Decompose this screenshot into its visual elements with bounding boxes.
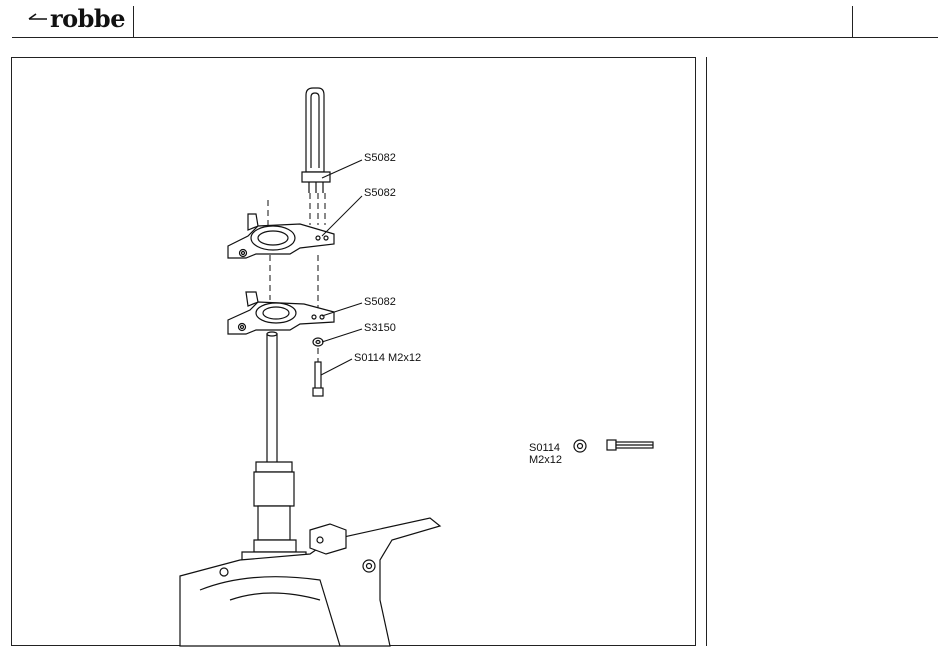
washer-icon — [574, 440, 586, 452]
washer-part — [313, 338, 323, 346]
linkage-part — [302, 88, 330, 193]
callout-label-4: S3150 — [364, 322, 396, 334]
callout-label-1: S5082 — [364, 152, 396, 164]
screw-icon — [607, 440, 653, 450]
parts-legend: S0114 M2x12 — [529, 440, 653, 466]
screw-part — [313, 362, 323, 396]
callout-label-5: S0114 M2x12 — [354, 352, 421, 364]
legend-part-number: S0114 — [529, 442, 560, 454]
callout-label-3: S5082 — [364, 296, 396, 308]
main-shaft-part — [242, 332, 306, 564]
upper-arm-part — [228, 214, 334, 258]
callout-label-2: S5082 — [364, 187, 396, 199]
leader-lines — [321, 160, 362, 375]
legend-part-size: M2x12 — [529, 454, 562, 466]
frame-part — [180, 518, 440, 646]
